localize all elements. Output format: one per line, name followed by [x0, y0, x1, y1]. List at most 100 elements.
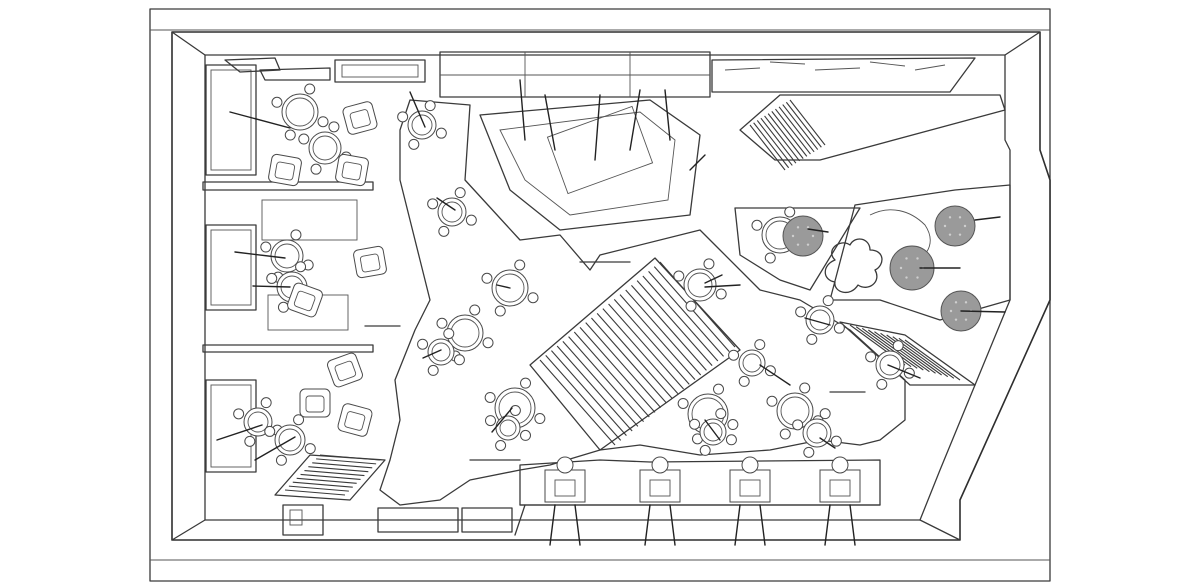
- leader-line: [669, 504, 676, 546]
- workstation: [819, 456, 861, 546]
- chair: [803, 446, 815, 458]
- chair: [260, 397, 272, 409]
- armchair-cushion: [305, 395, 325, 413]
- chair: [397, 111, 409, 123]
- chair: [673, 270, 685, 282]
- ne-slatted-ramp: [739, 94, 1006, 171]
- chair: [689, 418, 701, 430]
- planter: [934, 205, 976, 247]
- slat: [591, 317, 667, 404]
- round-table: [865, 340, 915, 390]
- round-table: [689, 408, 737, 456]
- leader-line: [734, 504, 741, 546]
- chair: [484, 415, 496, 427]
- slat: [585, 322, 662, 409]
- chair: [754, 339, 766, 351]
- leader-line: [804, 317, 831, 326]
- chair: [277, 301, 289, 313]
- armchair: [268, 153, 302, 187]
- chair: [481, 272, 493, 284]
- armchair: [299, 388, 331, 418]
- leader-line: [216, 424, 263, 441]
- chair: [284, 129, 296, 141]
- armchair-cushion: [293, 290, 316, 312]
- workstation-desk: [544, 469, 586, 503]
- low-cabinets: [364, 261, 866, 461]
- chair: [792, 419, 804, 431]
- chair: [260, 241, 272, 253]
- slat: [608, 303, 684, 390]
- round-table: [271, 83, 329, 141]
- chair: [408, 138, 420, 150]
- chair: [435, 127, 447, 139]
- slat: [316, 458, 377, 465]
- slat: [898, 337, 955, 379]
- chair: [509, 404, 521, 416]
- leader-line: [759, 504, 766, 546]
- planter-dot: [791, 234, 795, 238]
- chair: [738, 375, 750, 387]
- north-shelving: [224, 51, 976, 98]
- feature-tree: [824, 238, 883, 294]
- chair: [685, 300, 697, 312]
- chair: [784, 206, 796, 218]
- chair: [295, 261, 307, 273]
- round-table: [260, 229, 314, 283]
- chair: [304, 443, 316, 455]
- chair: [713, 383, 725, 395]
- slat: [573, 331, 650, 418]
- workstation: [639, 456, 681, 546]
- slat: [288, 485, 349, 492]
- slat: [539, 359, 616, 446]
- round-table: [417, 328, 465, 376]
- leader-line: [704, 284, 741, 288]
- chair: [728, 349, 740, 361]
- chair: [833, 322, 845, 334]
- chair: [438, 225, 450, 237]
- leader-line: [234, 251, 286, 259]
- slat: [284, 489, 346, 496]
- slat: [642, 275, 719, 362]
- slat: [659, 261, 736, 348]
- leader-line: [704, 419, 721, 441]
- slat: [579, 326, 656, 413]
- planter-dot: [949, 309, 953, 313]
- planter-fill: [934, 205, 976, 247]
- slat: [551, 350, 627, 437]
- leader-line: [549, 504, 556, 546]
- chair: [764, 252, 776, 264]
- chair: [494, 305, 506, 317]
- round-table: [427, 187, 477, 237]
- bar-island: [479, 99, 701, 231]
- slat: [753, 122, 790, 169]
- planter-dot: [916, 257, 919, 260]
- chair: [806, 333, 818, 345]
- planter-dot: [943, 224, 947, 228]
- chair: [534, 413, 546, 425]
- chair: [865, 351, 877, 363]
- chair: [766, 395, 778, 407]
- armchair-frame: [353, 245, 387, 279]
- slat: [749, 124, 786, 171]
- slat: [764, 115, 800, 162]
- slat: [874, 331, 930, 373]
- slat: [631, 284, 707, 371]
- table-inner-ring: [806, 422, 828, 444]
- workstation: [544, 456, 586, 546]
- planter-dot: [963, 224, 967, 228]
- slat: [782, 104, 819, 150]
- slat: [602, 308, 679, 395]
- sw-slatted-bench: [274, 454, 386, 536]
- slat: [767, 113, 804, 159]
- slat: [904, 339, 961, 381]
- workstation-monitor: [649, 479, 671, 497]
- planter-dot: [806, 226, 810, 229]
- slat: [625, 289, 702, 376]
- workstation-desk: [729, 469, 771, 503]
- chair: [751, 219, 763, 231]
- slat: [312, 462, 373, 469]
- slat: [636, 280, 713, 367]
- table-inner-ring: [687, 272, 713, 298]
- chair: [293, 414, 305, 426]
- chair: [304, 83, 316, 95]
